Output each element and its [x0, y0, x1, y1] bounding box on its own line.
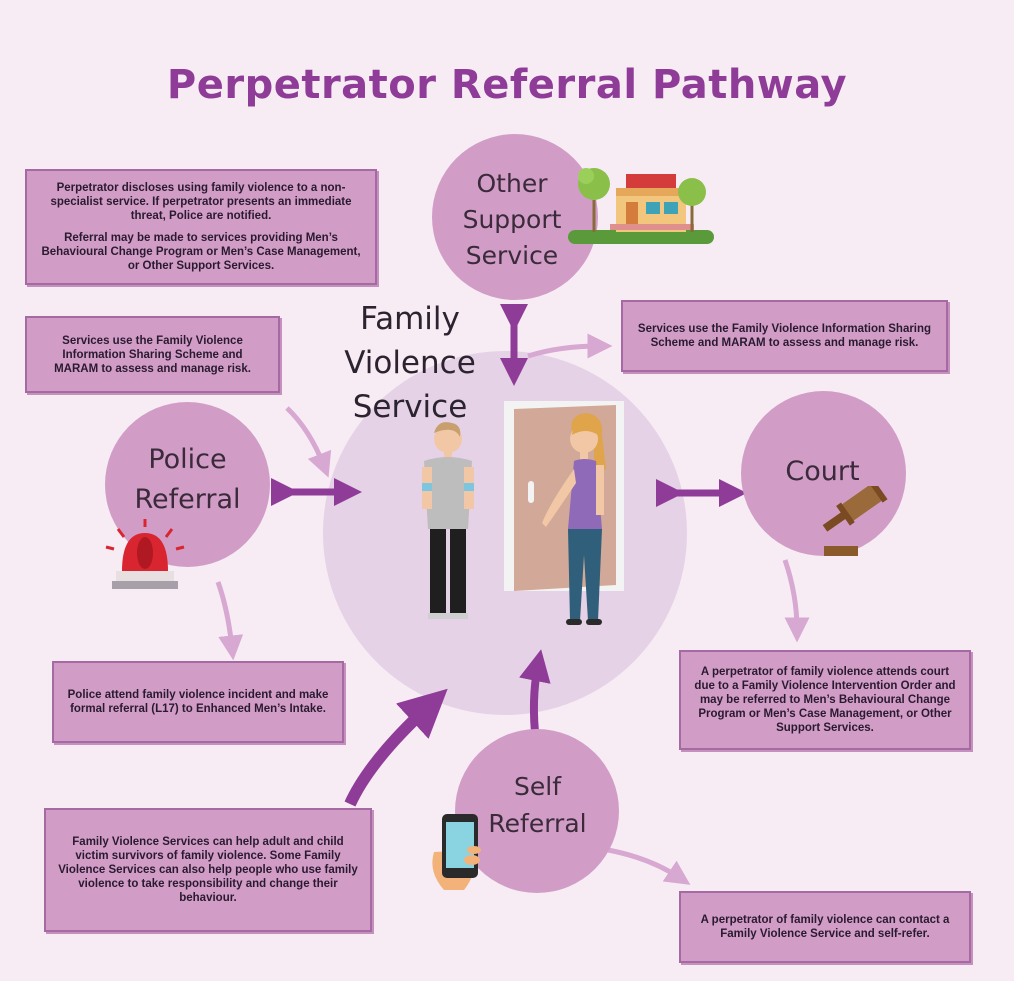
court-box: A perpetrator of family violence attends…	[679, 650, 971, 750]
gavel-icon	[822, 486, 888, 556]
other-support-line1: Other	[476, 169, 548, 198]
other-support-line2: Support	[462, 205, 562, 234]
police-attend-box: Police attend family violence incident a…	[52, 661, 344, 743]
court-circle	[741, 391, 906, 556]
page-title: Perpetrator Referral Pathway	[166, 62, 848, 108]
center-line3: Service	[352, 389, 468, 425]
disclosure-text-2: Referral may be made to services providi…	[41, 232, 361, 272]
siren-icon	[105, 519, 185, 589]
arrow-to-info-right	[527, 333, 613, 359]
other-support-label: Other Support Service	[442, 166, 582, 274]
self-referral-label: Self Referral	[470, 768, 605, 842]
court-text: A perpetrator of family violence attends…	[694, 666, 956, 734]
self-refer-box: A perpetrator of family violence can con…	[679, 891, 971, 963]
court-label: Court	[785, 456, 860, 487]
arrow-info-left-center	[285, 406, 332, 478]
self-refer-text: A perpetrator of family violence can con…	[700, 914, 950, 940]
police-referral-label: Police Referral	[110, 440, 265, 520]
phone-icon	[432, 814, 481, 890]
arrow-fvs-center	[344, 688, 448, 807]
info-sharing-right-text: Services use the Family Violence Informa…	[637, 323, 932, 349]
self-line2: Referral	[488, 809, 587, 838]
police-attend-text: Police attend family violence incident a…	[67, 689, 329, 715]
police-line2: Referral	[134, 484, 241, 515]
disclosure-text-1: Perpetrator discloses using family viole…	[50, 182, 352, 222]
center-line1: Family	[360, 301, 460, 337]
other-support-line3: Service	[465, 241, 559, 270]
fvs-help-box: Family Violence Services can help adult …	[44, 808, 372, 932]
self-line1: Self	[514, 772, 561, 801]
fvs-help-text: Family Violence Services can help adult …	[58, 836, 358, 904]
house-icon	[568, 168, 714, 244]
center-line2: Violence	[344, 345, 476, 381]
arrow-court-box	[782, 559, 810, 643]
info-sharing-left-text: Services use the Family Violence Informa…	[54, 334, 251, 375]
info-sharing-left-box: Services use the Family Violence Informa…	[25, 316, 280, 393]
info-sharing-right-box: Services use the Family Violence Informa…	[621, 300, 948, 372]
arrow-self-box	[607, 847, 691, 885]
self-referral-circle	[455, 729, 619, 893]
people-door-icon	[422, 401, 624, 625]
other-support-circle	[432, 134, 598, 300]
center-label: Family Violence Service	[330, 297, 490, 429]
disclosure-box: Perpetrator discloses using family viole…	[25, 169, 377, 285]
police-line1: Police	[148, 444, 227, 475]
arrow-police-box	[215, 581, 244, 661]
